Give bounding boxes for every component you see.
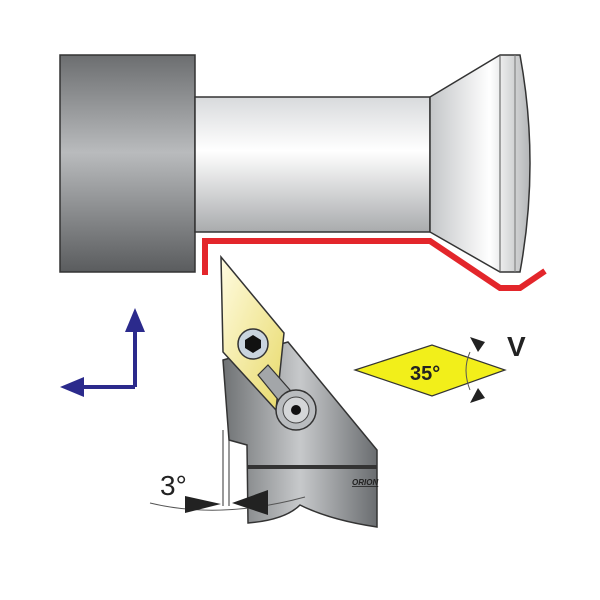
brand-label: ORION bbox=[352, 478, 378, 487]
arrow-up-icon bbox=[470, 388, 485, 403]
insert-angle-label: 35° bbox=[410, 363, 440, 385]
workpiece-cone bbox=[429, 54, 531, 273]
clearance-angle-label: 3° bbox=[160, 470, 187, 501]
clamp-lever bbox=[257, 364, 291, 403]
angle-arc bbox=[149, 496, 306, 511]
arrow-down-icon bbox=[470, 337, 485, 352]
hex-socket-icon bbox=[291, 405, 301, 415]
arrow-right-icon bbox=[185, 496, 221, 513]
feed-direction-arrows-icon bbox=[60, 308, 145, 397]
arrow-left-icon bbox=[232, 490, 268, 515]
hex-socket-icon bbox=[245, 335, 261, 353]
tool-path-line bbox=[202, 238, 547, 291]
chuck-block bbox=[59, 54, 196, 273]
angle-arc bbox=[465, 351, 471, 391]
workpiece-shaft bbox=[194, 96, 431, 233]
insert-shape-label: V bbox=[507, 331, 526, 362]
